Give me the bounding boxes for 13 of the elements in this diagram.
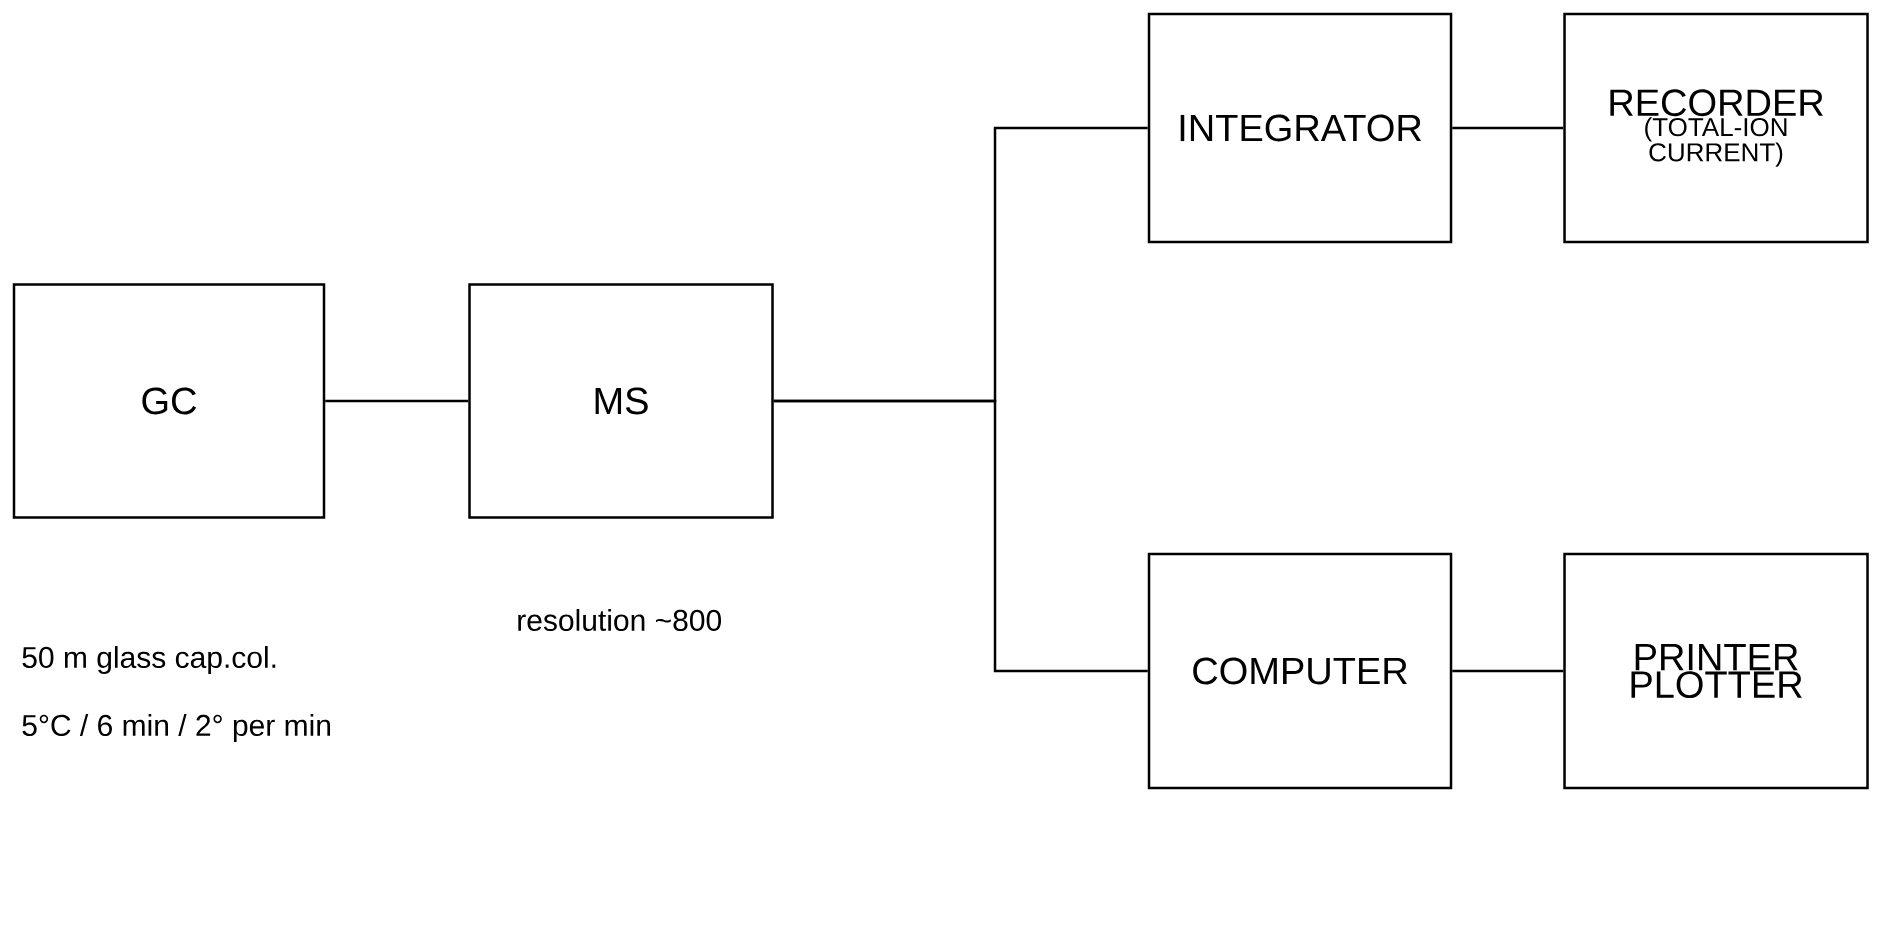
component-box: RECORDER (TOTAL-ION CURRENT): [1563, 12, 1869, 244]
annotation: resolution ~800: [518, 609, 721, 632]
component-box: INTEGRATOR: [1147, 12, 1453, 244]
connector-line: [1452, 126, 1564, 130]
connector-line: [1452, 669, 1564, 673]
component-box: PRINTER PLOTTER: [1563, 552, 1869, 790]
component-box: MS: [468, 283, 774, 519]
component-box: GC: [12, 283, 326, 519]
connector-line: [773, 399, 1148, 673]
connector-line: [325, 399, 469, 403]
component-box: COMPUTER: [1147, 552, 1453, 790]
annotation: 50 m glass cap.col.: [22, 646, 276, 674]
annotation: 5°C / 6 min / 2° per min: [22, 714, 330, 742]
